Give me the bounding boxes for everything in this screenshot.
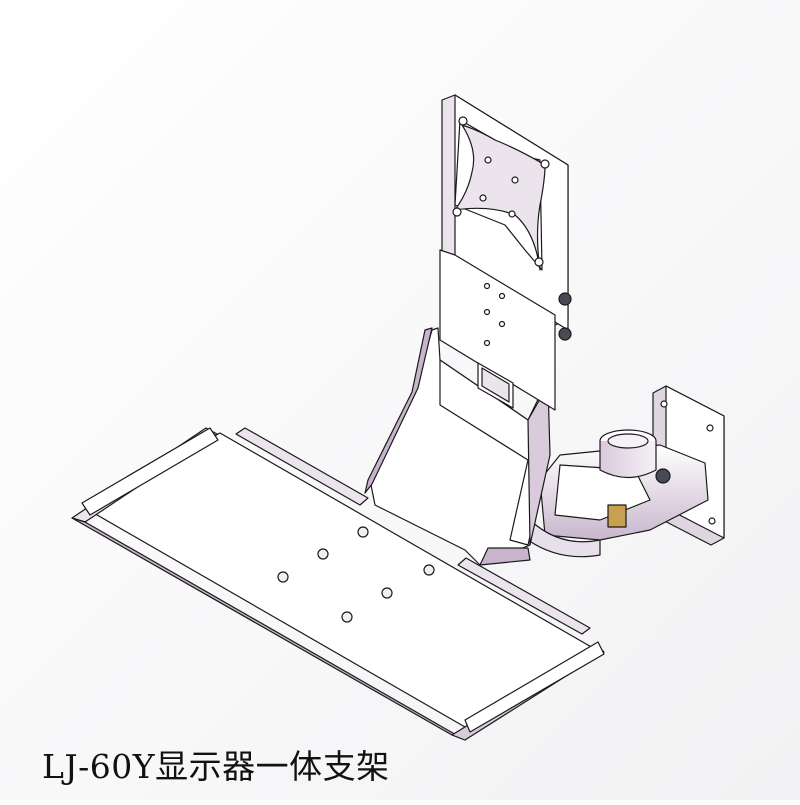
monitor-plate xyxy=(439,94,572,411)
product-caption: LJ-60Y显示器一体支架 xyxy=(42,747,390,786)
support-bracket xyxy=(364,327,551,566)
keyboard-tray xyxy=(71,427,605,741)
swing-arm xyxy=(527,429,709,558)
